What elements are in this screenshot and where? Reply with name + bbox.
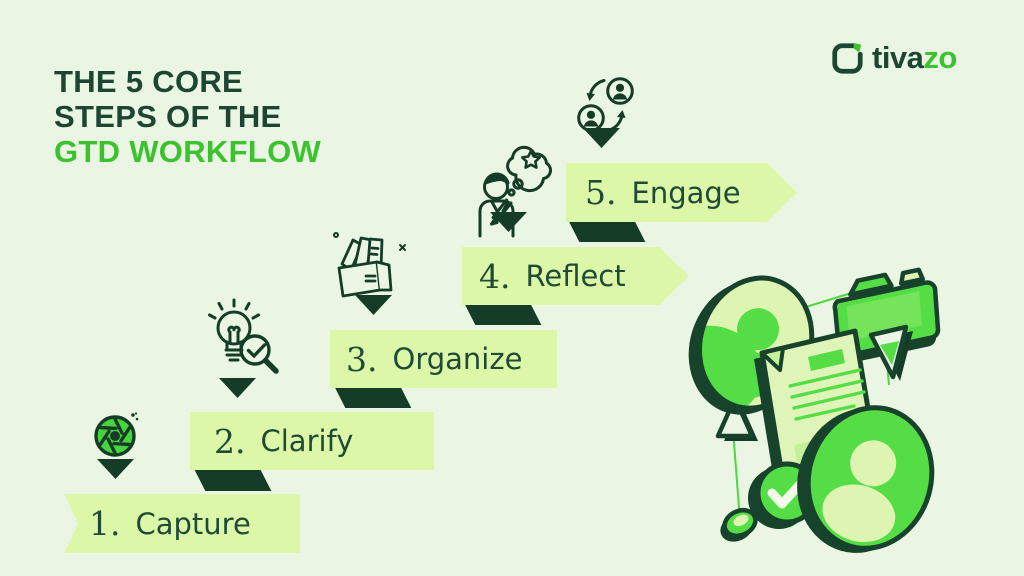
title-line-2: STEPS OF THE <box>54 99 282 134</box>
step-number: 2. <box>214 421 246 461</box>
step-number: 3. <box>346 339 378 379</box>
step-banner-engage: 5. Engage <box>566 163 797 222</box>
arrow-up-icon <box>715 395 758 441</box>
title-line-1: THE 5 CORE <box>54 64 244 99</box>
step-banner-reflect: 4. Reflect <box>462 247 689 305</box>
user-avatar-bottom <box>797 405 935 553</box>
step-label: Reflect <box>525 259 626 293</box>
step-banner-capture: 1. Capture <box>64 494 300 553</box>
step-banner-clarify: 2. Clarify <box>190 412 434 470</box>
step-banner-organize: 3. Organize <box>330 330 557 388</box>
step-label: Capture <box>135 506 251 541</box>
copy-frame-logo-icon <box>832 42 863 74</box>
step-label: Clarify <box>260 424 354 458</box>
arrow-down-icon <box>97 459 134 479</box>
isometric-collaboration-illustration <box>668 253 988 573</box>
arrow-down-icon <box>583 128 620 148</box>
step-connector-shadow <box>464 304 542 325</box>
step-number: 1. <box>89 504 121 543</box>
brand-name: tivazo <box>872 40 957 75</box>
file-organizer-icon <box>330 228 410 300</box>
step-label: Organize <box>392 342 523 376</box>
step-connector-shadow <box>334 387 412 408</box>
arrow-down-icon <box>355 295 392 315</box>
step-label: Engage <box>631 175 741 210</box>
arrow-down-3d-icon <box>868 324 913 381</box>
page-title: THE 5 CORE STEPS OF THE GTD WORKFLOW <box>54 64 321 169</box>
node-dot-icon <box>720 507 758 542</box>
lightbulb-magnifier-icon <box>198 298 286 390</box>
step-connector-shadow <box>194 470 272 491</box>
title-line-3: GTD WORKFLOW <box>54 134 322 169</box>
brand-logo: tivazo <box>830 40 957 76</box>
step-connector-shadow <box>568 221 646 242</box>
camera-aperture-icon <box>91 411 139 459</box>
step-number: 5. <box>585 173 617 212</box>
step-number: 4. <box>479 256 511 296</box>
people-exchange-icon <box>574 76 640 136</box>
